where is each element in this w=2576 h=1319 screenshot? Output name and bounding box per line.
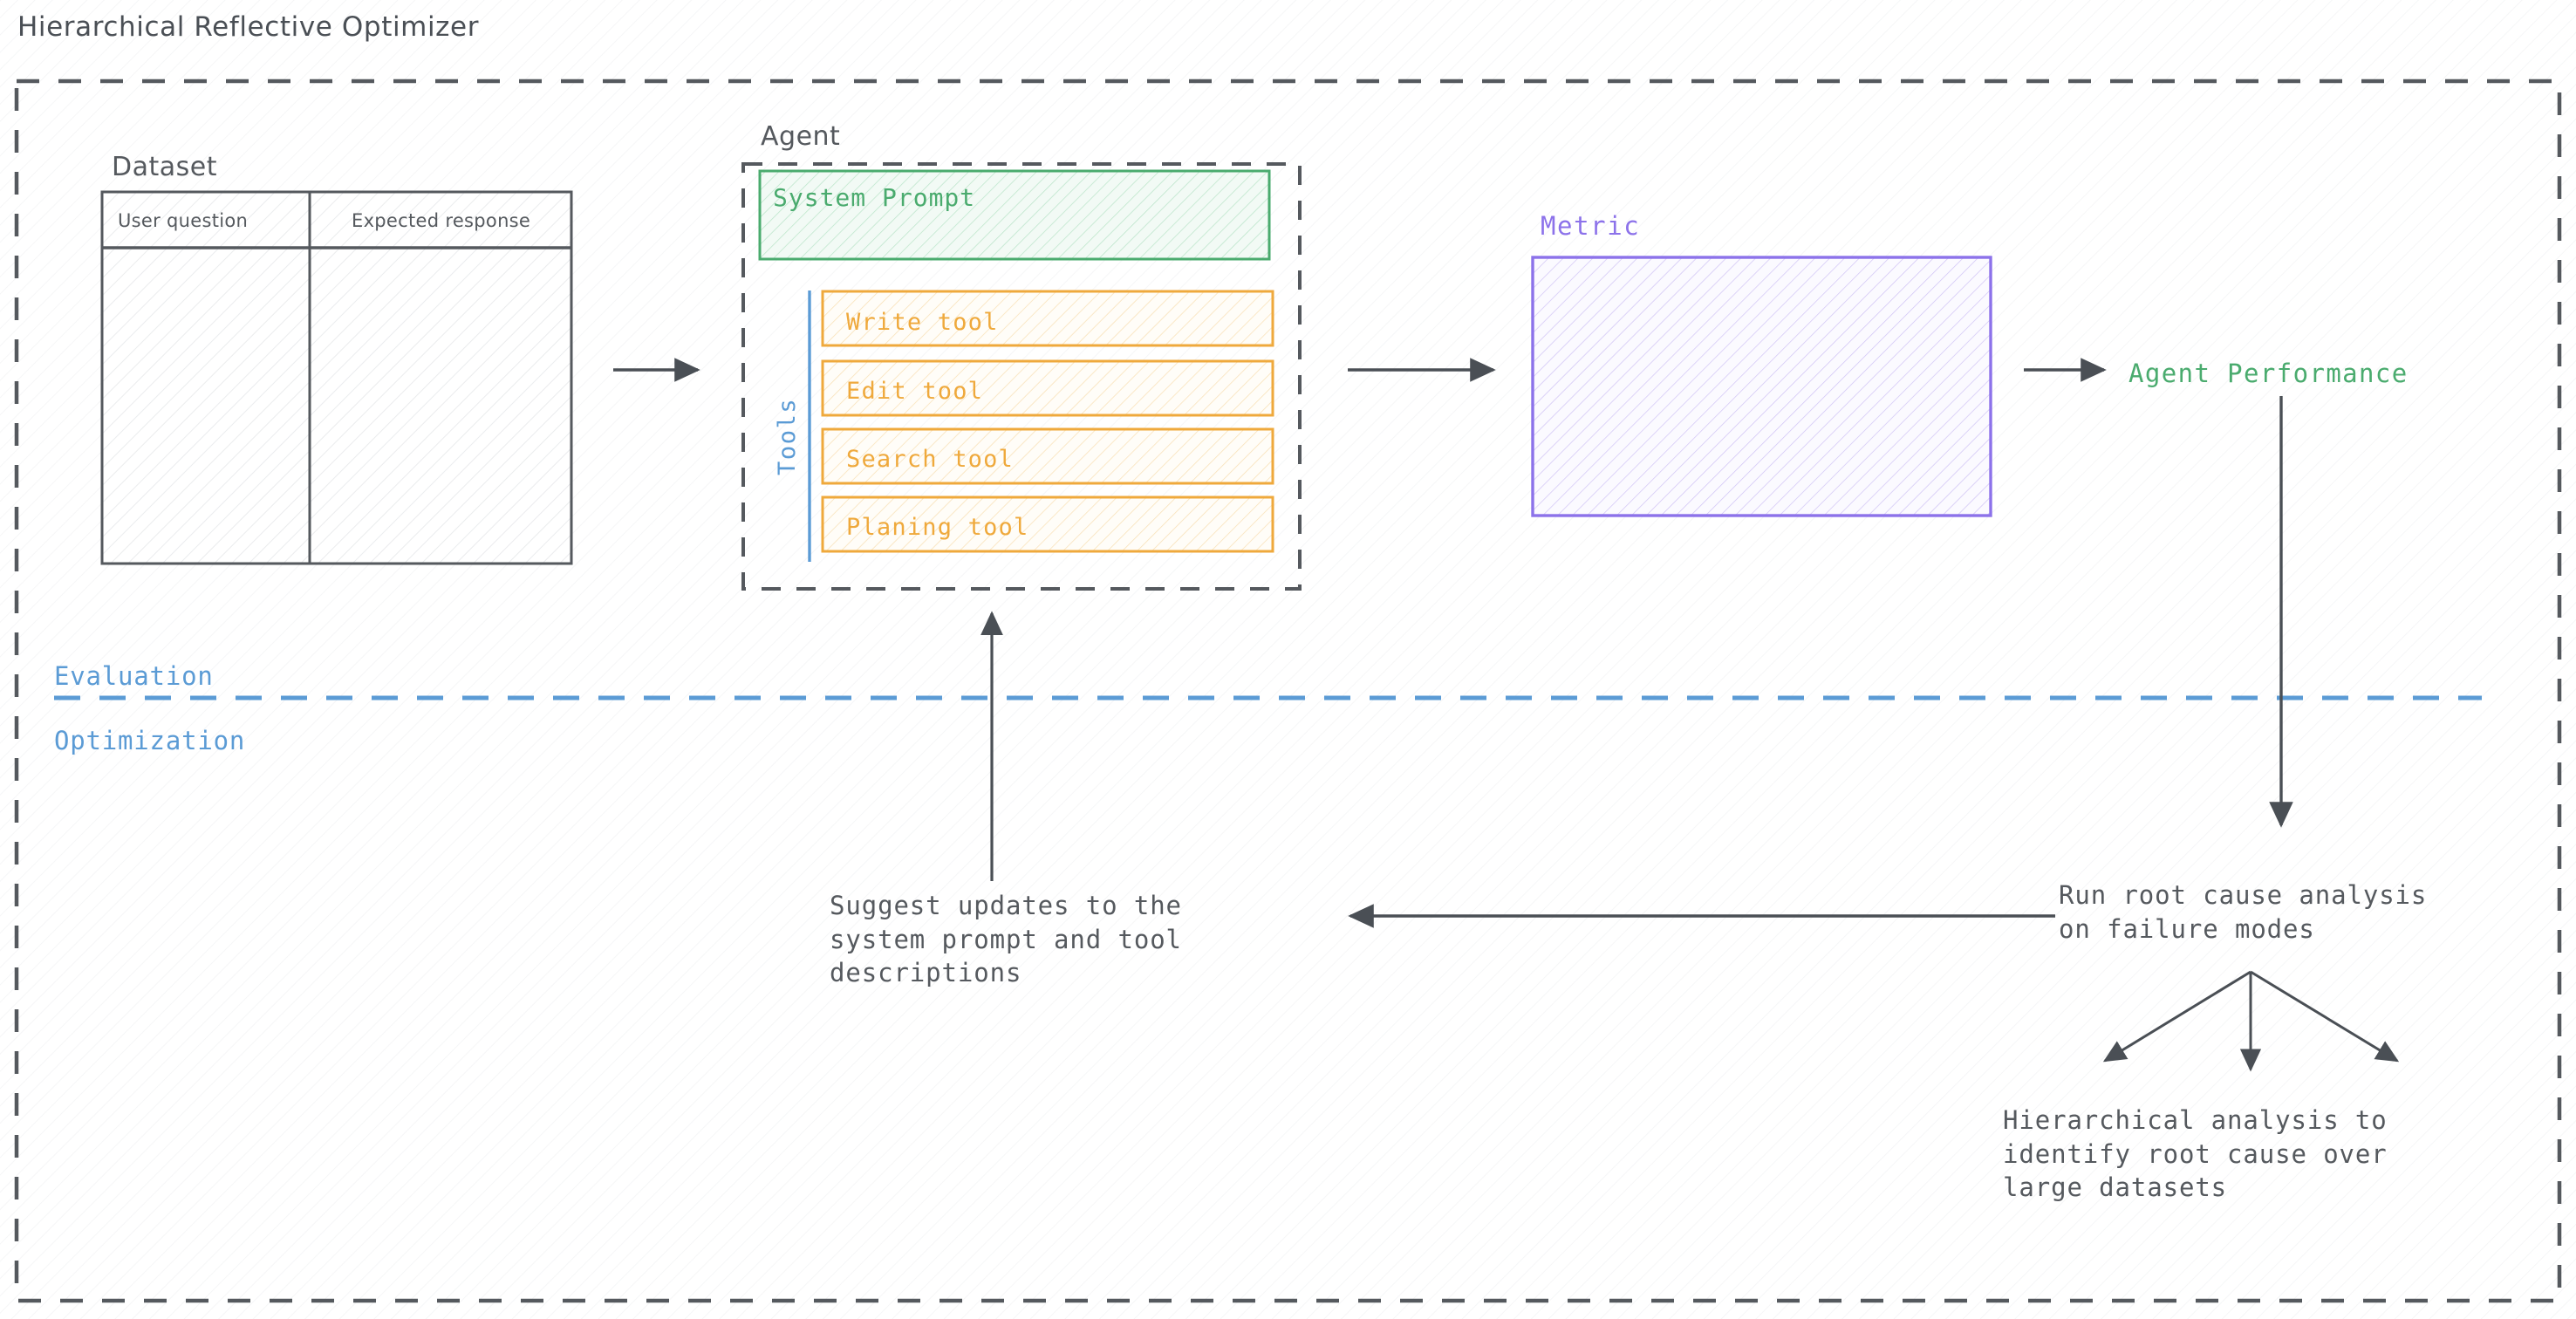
dataset-column-header-0: User question [118, 210, 249, 231]
agent-container [741, 162, 1302, 591]
root-cause-line-2: on failure modes [2059, 913, 2315, 944]
tool-box-search [821, 427, 1274, 485]
outer-frame [14, 79, 2562, 1303]
suggest-updates-line-3: descriptions [830, 958, 1022, 988]
dataset-column-header-1: Expected response [352, 210, 531, 231]
tool-label-planing[interactable]: Planing tool [846, 514, 1029, 541]
tool-box-edit [821, 359, 1274, 417]
suggest-updates-line-2: system prompt and tool [830, 924, 1182, 954]
arrow-fan-right [2250, 970, 2400, 1063]
tool-label-search[interactable]: Search tool [846, 446, 1015, 473]
system-prompt-label: System Prompt [773, 183, 976, 212]
root-cause-text: Run root cause analysis on failure modes [2059, 878, 2547, 946]
hierarchical-analysis-line-1: Hierarchical analysis to [2003, 1105, 2388, 1135]
arrow-fan-left [2102, 970, 2251, 1063]
page-title: Hierarchical Reflective Optimizer [17, 11, 480, 43]
suggest-updates-text: Suggest updates to the system prompt and… [830, 889, 1318, 990]
hierarchical-analysis-text: Hierarchical analysis to identify root c… [2003, 1104, 2526, 1205]
lane-label-optimization: Optimization [54, 726, 246, 755]
system-prompt-box [758, 169, 1271, 261]
dataset-table [100, 190, 573, 565]
hierarchical-analysis-line-3: large datasets [2003, 1172, 2228, 1203]
dataset-label: Dataset [112, 152, 217, 182]
lane-label-evaluation: Evaluation [54, 661, 214, 691]
agent-label: Agent [761, 121, 841, 152]
tool-label-write[interactable]: Write tool [846, 309, 999, 336]
hierarchical-analysis-line-2: identify root cause over [2003, 1138, 2388, 1169]
metric-label: Metric [1541, 211, 1641, 241]
tool-box-planing [821, 495, 1274, 553]
tool-label-edit[interactable]: Edit tool [846, 378, 984, 405]
agent-performance-label: Agent Performance [2128, 359, 2409, 388]
root-cause-line-1: Run root cause analysis [2059, 880, 2428, 910]
tool-box-write [821, 290, 1274, 347]
tools-label: Tools [774, 397, 801, 475]
suggest-updates-line-1: Suggest updates to the [830, 891, 1182, 920]
metric-box [1531, 256, 1992, 517]
